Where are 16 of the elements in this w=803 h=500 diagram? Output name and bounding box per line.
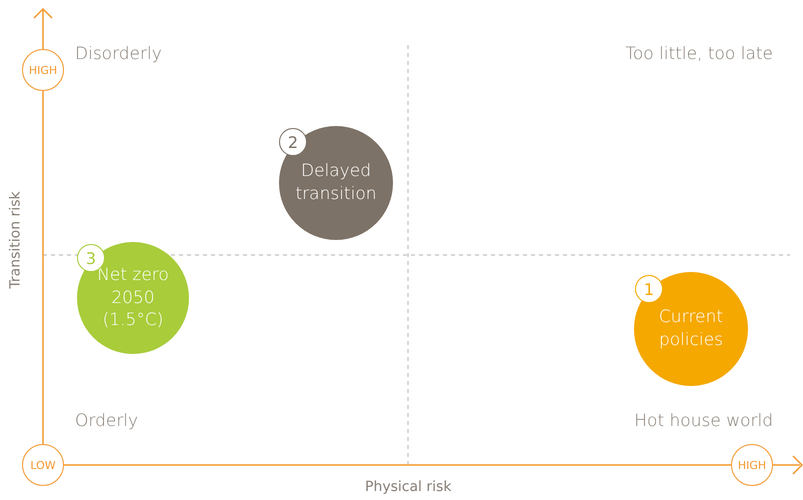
axis-level-circle — [22, 49, 64, 91]
quadrant-label: Hot house world — [634, 411, 773, 431]
scenario-name: Delayed transition — [294, 160, 378, 206]
axis-title: Physical risk — [365, 479, 452, 495]
axis-level-label: HIGH — [738, 458, 766, 472]
quadrant-label: Disorderly — [75, 44, 162, 64]
axis-level-label: HIGH — [28, 64, 58, 76]
axis-level-circle — [731, 444, 773, 486]
quadrant-label: Too little, too late — [625, 44, 773, 64]
number-badge: 1 — [635, 275, 663, 303]
axis-level-label: LOW — [30, 458, 56, 472]
quadrant-label: Orderly — [75, 411, 138, 431]
scenario-name: Current policies — [658, 306, 724, 352]
axis-title: Transition risk — [8, 191, 24, 289]
number-badge: 2 — [279, 128, 307, 156]
axis-level-circle — [22, 444, 64, 486]
